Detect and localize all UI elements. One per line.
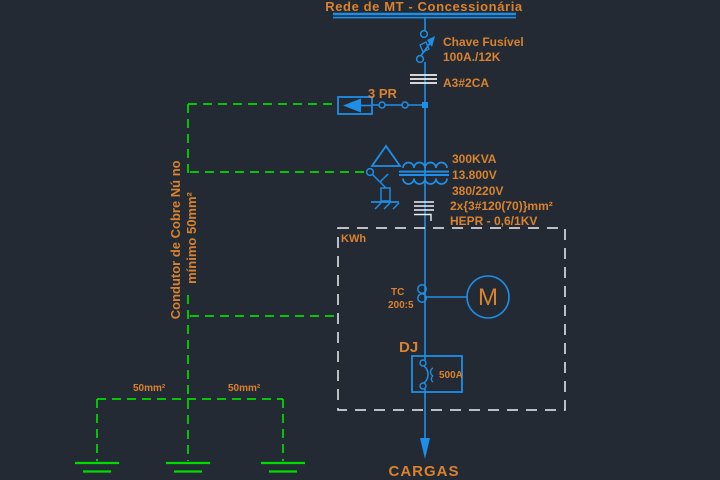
arrester-label: 3 PR [368, 86, 398, 101]
mv-cable-label: A3#2CA [443, 76, 489, 90]
ground-electrode-symbol-right [261, 461, 305, 473]
load-label: CARGAS [388, 463, 459, 480]
ground-conductor-note-line2: mínimo 50mm² [184, 191, 199, 283]
fuse-rating-label: 100A./12K [443, 50, 501, 64]
secondary-winding [402, 178, 448, 185]
transformer-lv-label: 380/220V [452, 184, 503, 198]
surge-arrester-symbol: 3 PR [337, 86, 428, 115]
ground-conductor-size-left: 50mm² [133, 383, 166, 394]
wire-junction-dot [422, 102, 428, 108]
utility-bus-label: Rede de MT - Concessionária [325, 0, 523, 14]
ct-ratio-label: 200:5 [388, 300, 414, 311]
ground-conductor-size-right: 50mm² [228, 383, 261, 394]
breaker-label: DJ [399, 339, 418, 356]
cubicle-label: KWh [341, 233, 366, 245]
grounding-conductor-lines [96, 103, 366, 461]
wye-winding-ground-icon [365, 167, 400, 210]
ground-electrode-symbol-left [75, 461, 119, 473]
load-arrow-icon [420, 438, 430, 459]
breaker-rating-label: 500A [439, 370, 463, 381]
transformer-hv-label: 13.800V [452, 168, 497, 182]
load-output: CARGAS [388, 438, 459, 480]
transformer-power-label: 300KVA [452, 152, 497, 166]
ct-label: TC [391, 287, 404, 298]
lv-cable-size-label: 2x{3#120(70)}mm² [450, 199, 553, 213]
ground-conductor-note-line1: Condutor de Cobre Nú no [168, 160, 183, 319]
transformer-symbol: 300KVA 13.800V 380/220V [365, 144, 503, 210]
meter-symbol: M [425, 275, 510, 319]
utility-bus: Rede de MT - Concessionária [325, 0, 523, 19]
mv-cable-marker: A3#2CA [410, 74, 489, 90]
ground-electrode-symbol-middle [166, 461, 210, 473]
ct-symbol: TC 200:5 [388, 284, 427, 311]
ground-conductor-note: Condutor de Cobre Nú no mínimo 50mm² [168, 157, 199, 320]
delta-winding-icon [370, 144, 402, 167]
metering-cubicle-box: KWh [337, 227, 566, 411]
lv-cable-marker: 2x{3#120(70)}mm² HEPR - 0,6/1KV [414, 199, 553, 228]
meter-label: M [478, 284, 498, 311]
primary-winding [402, 161, 448, 169]
breaker-symbol: DJ 500A [399, 339, 463, 393]
fuse-name-label: Chave Fusível [443, 35, 524, 49]
fuse-switch-symbol: Chave Fusível 100A./12K [415, 29, 524, 64]
lv-cable-type-label: HEPR - 0,6/1KV [450, 214, 537, 228]
